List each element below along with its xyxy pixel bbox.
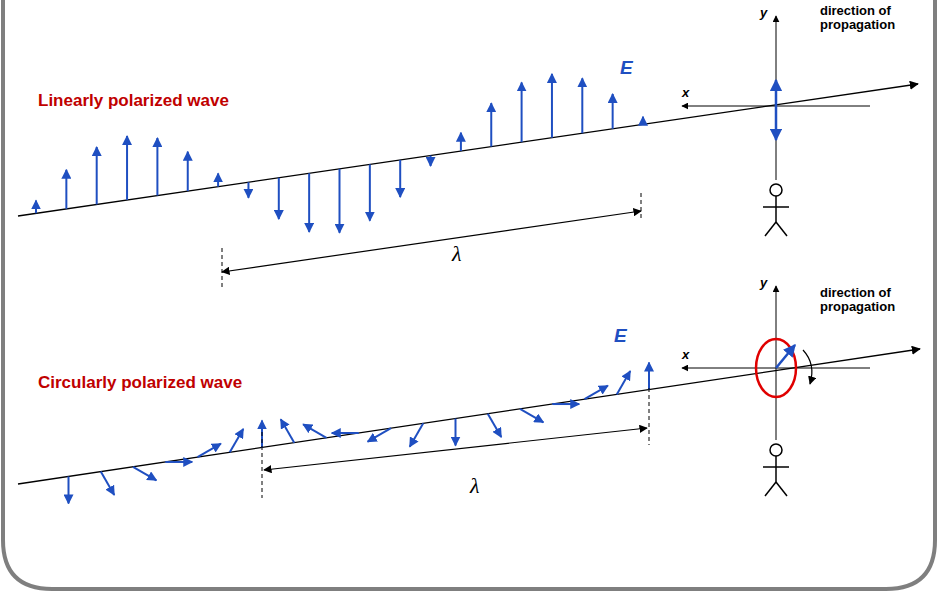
axis-label: y	[760, 276, 767, 290]
propagation-axis	[18, 349, 920, 484]
field-vector	[399, 160, 401, 197]
field-vector	[308, 173, 310, 232]
field-vector	[369, 164, 371, 220]
wavelength-label: λ	[452, 242, 462, 266]
dimension-tick	[649, 388, 650, 445]
field-vector	[612, 94, 614, 129]
observer-icon	[763, 184, 789, 236]
field-vector	[776, 345, 795, 368]
frame-border	[3, 0, 935, 589]
field-vector	[230, 429, 244, 452]
wave-title: Linearly polarized wave	[38, 92, 229, 111]
axis-label: x	[682, 86, 689, 100]
field-vector	[585, 386, 608, 400]
field-vector	[65, 170, 67, 209]
field-vector	[648, 363, 650, 390]
dimension-tick	[262, 432, 263, 498]
field-vector	[775, 80, 778, 106]
propagation-axis	[18, 84, 918, 216]
propagation-label: direction of propagation	[820, 4, 914, 33]
wavelength-dimension	[264, 428, 647, 470]
field-vector	[339, 169, 341, 233]
field-vector	[581, 78, 583, 133]
field-vector	[552, 403, 579, 405]
field-vector	[165, 461, 192, 463]
field-vector	[133, 467, 156, 481]
wave-title: Circularly polarized wave	[38, 374, 242, 393]
field-vector	[368, 428, 391, 442]
field-vector	[303, 424, 326, 438]
field-vector	[775, 106, 778, 140]
field-vector	[126, 136, 128, 200]
field-vector	[490, 103, 492, 146]
field-vector	[247, 182, 249, 198]
field-vector	[281, 419, 295, 442]
field-vector	[217, 173, 219, 186]
field-vector	[101, 472, 115, 495]
field-vector	[156, 138, 158, 196]
field-vector	[410, 423, 424, 446]
field-vector	[455, 419, 457, 446]
field-vector	[278, 178, 280, 219]
field-vector	[521, 82, 523, 142]
axis-label: y	[760, 6, 767, 20]
field-vector	[35, 200, 37, 213]
dimension-tick	[222, 248, 223, 288]
field-label: E	[620, 58, 633, 79]
field-vector	[68, 476, 70, 503]
polarization-ellipse	[756, 339, 796, 397]
field-vector	[187, 152, 189, 191]
y-axis	[776, 286, 777, 440]
field-label: E	[614, 326, 627, 347]
field-vector	[642, 117, 644, 125]
field-vector	[198, 444, 221, 458]
wavelength-dimension	[222, 211, 641, 272]
field-vector	[332, 432, 359, 434]
field-vector	[460, 133, 462, 151]
field-vector	[430, 155, 432, 165]
generated-vectors	[18, 16, 920, 503]
field-vector	[617, 371, 631, 394]
field-vector	[520, 409, 543, 423]
field-vector	[96, 147, 98, 204]
field-vector	[551, 74, 553, 138]
y-axis	[776, 16, 777, 180]
wavelength-label: λ	[470, 474, 480, 498]
axis-label: x	[682, 348, 689, 362]
observer-icon	[763, 444, 789, 496]
rotation-arrow	[803, 350, 812, 384]
field-vector	[488, 414, 502, 437]
propagation-label: direction of propagation	[820, 286, 914, 315]
dimension-tick	[641, 193, 642, 218]
